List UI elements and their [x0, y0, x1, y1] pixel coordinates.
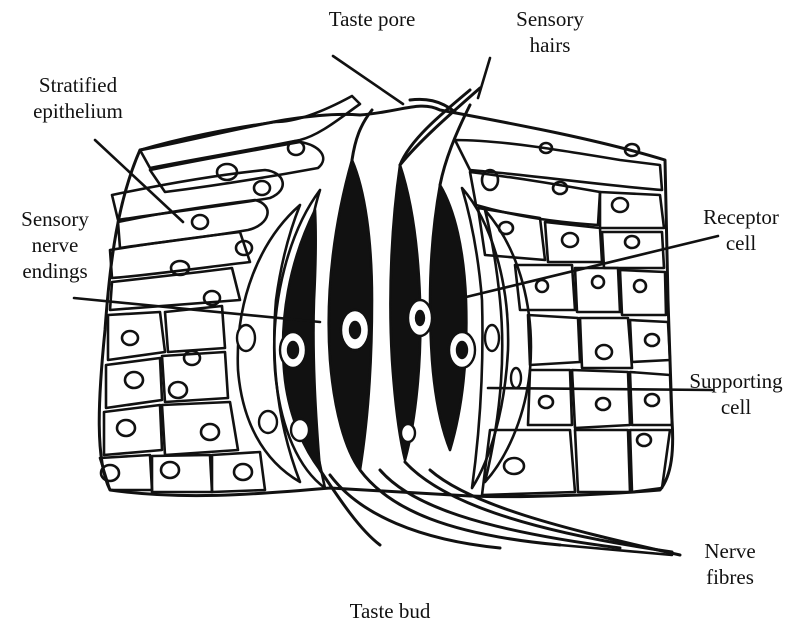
tissue-outline	[99, 106, 672, 497]
label-receptor-cell: Receptor cell	[688, 204, 794, 256]
label-receptor-cell-line2: cell	[688, 230, 794, 256]
label-nerve-fibres-line2: fibres	[680, 564, 780, 590]
label-supporting-cell: Supporting cell	[676, 368, 796, 420]
label-sensory-nerve-endings-line1: Sensory	[0, 206, 110, 232]
nerve-fibres	[320, 462, 680, 555]
label-nerve-fibres-line1: Nerve	[680, 538, 780, 564]
label-receptor-cell-line1: Receptor	[688, 204, 794, 230]
label-taste-pore-line1: Taste pore	[302, 6, 442, 32]
label-sensory-hairs-line2: hairs	[490, 32, 610, 58]
caption-taste-bud-text: Taste bud	[320, 598, 460, 624]
label-supporting-cell-line1: Supporting	[676, 368, 796, 394]
label-stratified-epithelium-line1: Stratified	[8, 72, 148, 98]
sensory-hairs	[352, 88, 480, 185]
caption-taste-bud: Taste bud	[320, 598, 460, 624]
label-sensory-hairs: Sensory hairs	[490, 6, 610, 58]
label-sensory-nerve-endings: Sensory nerve endings	[0, 206, 110, 284]
label-sensory-hairs-line1: Sensory	[490, 6, 610, 32]
label-taste-pore: Taste pore	[302, 6, 442, 32]
label-nerve-fibres: Nerve fibres	[680, 538, 780, 590]
label-stratified-epithelium: Stratified epithelium	[8, 72, 148, 124]
label-supporting-cell-line2: cell	[676, 394, 796, 420]
label-sensory-nerve-endings-line2: nerve	[0, 232, 110, 258]
label-stratified-epithelium-line2: epithelium	[8, 98, 148, 124]
label-sensory-nerve-endings-line3: endings	[0, 258, 110, 284]
